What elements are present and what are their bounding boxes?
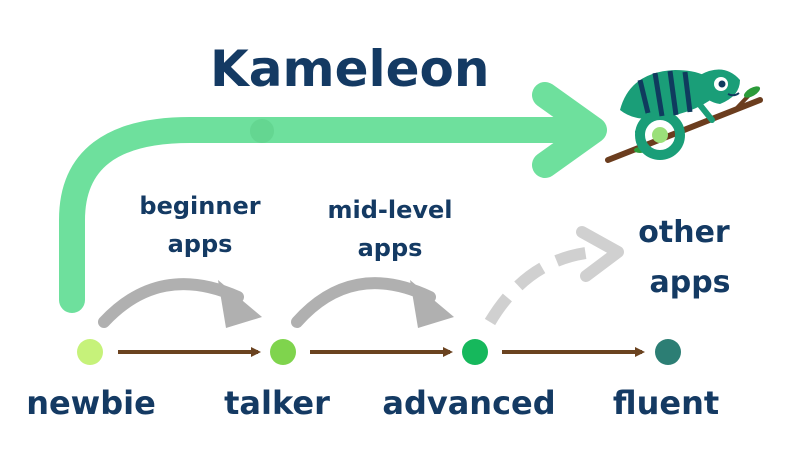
other-apps-label-line1: other — [638, 215, 730, 250]
beginner-apps-label-line1: beginner — [139, 192, 260, 220]
stage-dot-fluent — [655, 339, 681, 365]
stage-label-advanced: advanced — [382, 384, 555, 422]
kameleon-path-arrow — [59, 82, 607, 313]
chameleon-icon — [605, 69, 763, 163]
beginner-apps-label-line2: apps — [168, 230, 233, 258]
other-apps-label-line2: apps — [649, 265, 730, 300]
mid-level-apps-label-line2: apps — [358, 234, 423, 262]
other-apps-arrow — [484, 226, 624, 326]
stage-dot-advanced — [462, 339, 488, 365]
diagram-title: Kameleon — [210, 40, 490, 98]
beginner-apps-arrow — [98, 278, 262, 328]
mid-level-apps-arrow — [291, 277, 454, 328]
mid-level-apps-label-line1: mid-level — [327, 196, 452, 224]
stage-label-fluent: fluent — [613, 384, 719, 422]
stage-dot-talker — [270, 339, 296, 365]
stage-label-newbie: newbie — [26, 384, 156, 422]
stage-dot-newbie — [77, 339, 103, 365]
stage-label-talker: talker — [224, 384, 330, 422]
